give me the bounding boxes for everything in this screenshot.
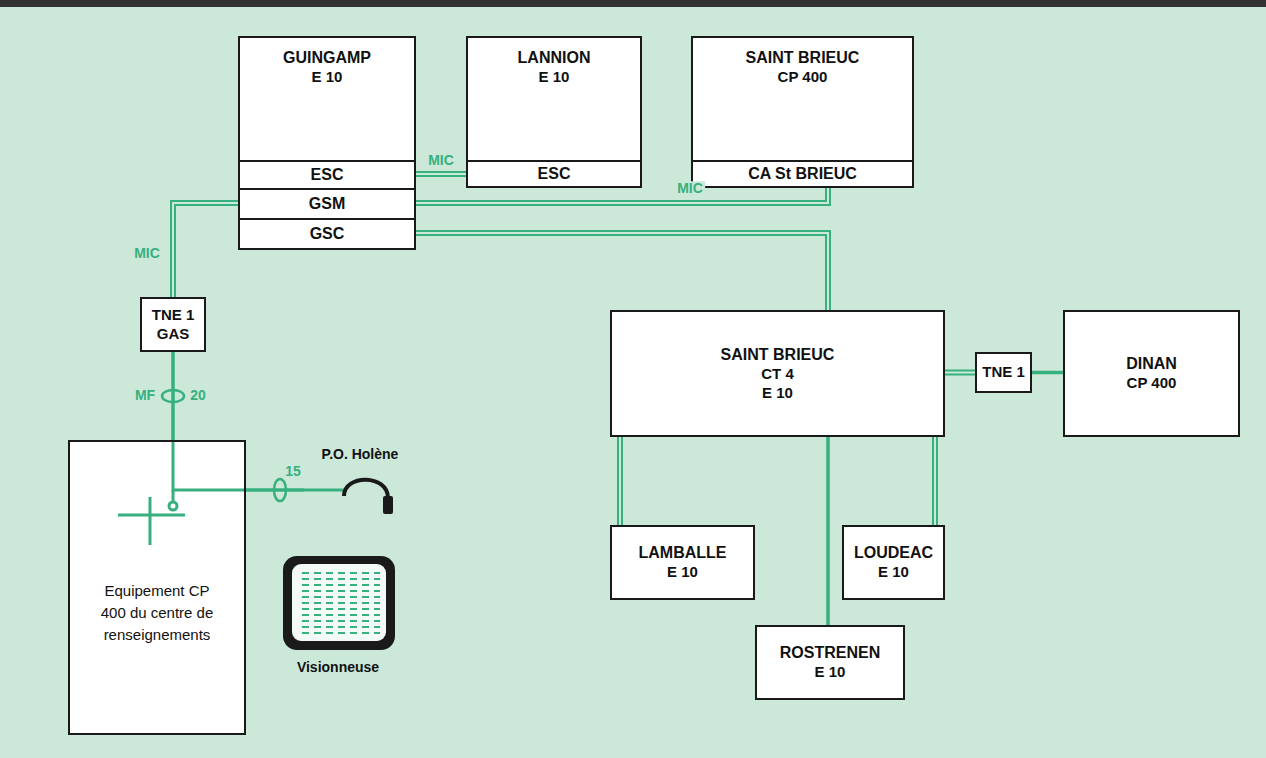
node-name: ESC xyxy=(311,165,344,185)
mic-link xyxy=(414,186,828,203)
node-name: TNE 1 xyxy=(152,306,195,325)
connector xyxy=(414,233,828,310)
exchange-box: TNE 1GAS xyxy=(140,297,206,352)
unit-row: GSC xyxy=(240,218,414,248)
exchange-box: SAINT BRIEUCCT 4E 10 xyxy=(610,310,945,437)
connector xyxy=(617,437,623,525)
exchange-box: SAINT BRIEUCCP 400 CA St BRIEUC xyxy=(691,36,914,188)
node-type: E 10 xyxy=(240,68,414,87)
exchange-box: DINANCP 400 xyxy=(1063,310,1240,437)
exchange-box: Equipement CP 400 du centre de renseigne… xyxy=(68,440,246,735)
connector-inner xyxy=(414,173,468,175)
node-name: LAMBALLE xyxy=(639,543,727,563)
mic-link xyxy=(620,437,621,525)
link-label: MIC xyxy=(426,153,456,168)
trunk-line xyxy=(246,490,304,491)
node-name: Equipement CP 400 du centre de renseigne… xyxy=(96,580,218,645)
node-type: E 10 xyxy=(815,663,846,682)
node-type: E 10 xyxy=(468,68,640,87)
connector xyxy=(826,437,830,625)
node-type: E 10 xyxy=(878,563,909,582)
node-name: GSM xyxy=(309,194,345,214)
connector-inner xyxy=(945,372,975,374)
unit-row: CA St BRIEUC xyxy=(693,160,912,186)
connector-inner xyxy=(173,203,240,297)
exchange-box: GUINGAMPE 10 ESC GSM GSC xyxy=(238,36,416,250)
exchange-box: LAMBALLEE 10 xyxy=(610,525,755,600)
connector xyxy=(171,352,175,440)
link-label: MIC xyxy=(132,246,162,261)
node-name: ROSTRENEN xyxy=(780,643,880,663)
mic-link xyxy=(935,437,936,525)
exchange-box: ROSTRENENE 10 xyxy=(755,625,905,700)
connector xyxy=(945,370,975,376)
connector-inner xyxy=(619,437,621,525)
link-label: MF xyxy=(133,388,157,403)
mic-link xyxy=(414,233,828,310)
mic-link xyxy=(173,203,240,297)
node-type: GAS xyxy=(157,325,190,344)
bundle-count: 20 xyxy=(188,388,208,403)
unit-row: GSM xyxy=(240,188,414,218)
node-type: E 10 xyxy=(762,384,793,403)
connector-inner xyxy=(414,233,828,310)
connector xyxy=(246,488,304,492)
top-band xyxy=(0,0,1266,7)
trunk-line xyxy=(828,437,829,625)
node-type: CT 4 xyxy=(761,365,794,384)
node-type: CP 400 xyxy=(1127,374,1177,393)
exchange-box: LOUDEACE 10 xyxy=(842,525,945,600)
unit-row: ESC xyxy=(240,160,414,188)
operator-station: P.O. Holène xyxy=(304,446,416,536)
node-name: CA St BRIEUC xyxy=(748,164,857,184)
connector xyxy=(414,186,828,203)
connector-inner xyxy=(934,437,936,525)
link-label: MIC xyxy=(675,181,705,196)
node-name: SAINT BRIEUC xyxy=(721,345,835,365)
node-name: TNE 1 xyxy=(982,363,1025,382)
node-name: SAINT BRIEUC xyxy=(693,48,912,68)
trunk-line xyxy=(1032,372,1063,373)
node-type: CP 400 xyxy=(693,68,912,87)
node-name: DINAN xyxy=(1126,354,1177,374)
exchange-box: LANNIONE 10 ESC xyxy=(466,36,642,188)
node-name: ESC xyxy=(538,164,571,184)
mic-link xyxy=(414,174,468,175)
connector xyxy=(1032,371,1063,375)
connector xyxy=(932,437,938,525)
connector-inner xyxy=(414,186,828,203)
node-name: GUINGAMP xyxy=(240,48,414,68)
bundle-count: 15 xyxy=(283,464,303,479)
unit-row: ESC xyxy=(468,160,640,186)
trunk-line xyxy=(173,352,174,440)
node-name: LOUDEAC xyxy=(854,543,933,563)
viewer-screen xyxy=(283,556,395,650)
node-name: LANNION xyxy=(468,48,640,68)
mic-link xyxy=(945,372,975,373)
node-type: E 10 xyxy=(667,563,698,582)
node-name: P.O. Holène xyxy=(304,446,416,464)
connector xyxy=(173,203,240,297)
node-name: GSC xyxy=(310,224,345,244)
connector xyxy=(414,171,468,177)
exchange-box: TNE 1 xyxy=(975,352,1032,393)
headset-icon xyxy=(304,476,404,536)
device-label: Visionneuse xyxy=(295,660,381,675)
